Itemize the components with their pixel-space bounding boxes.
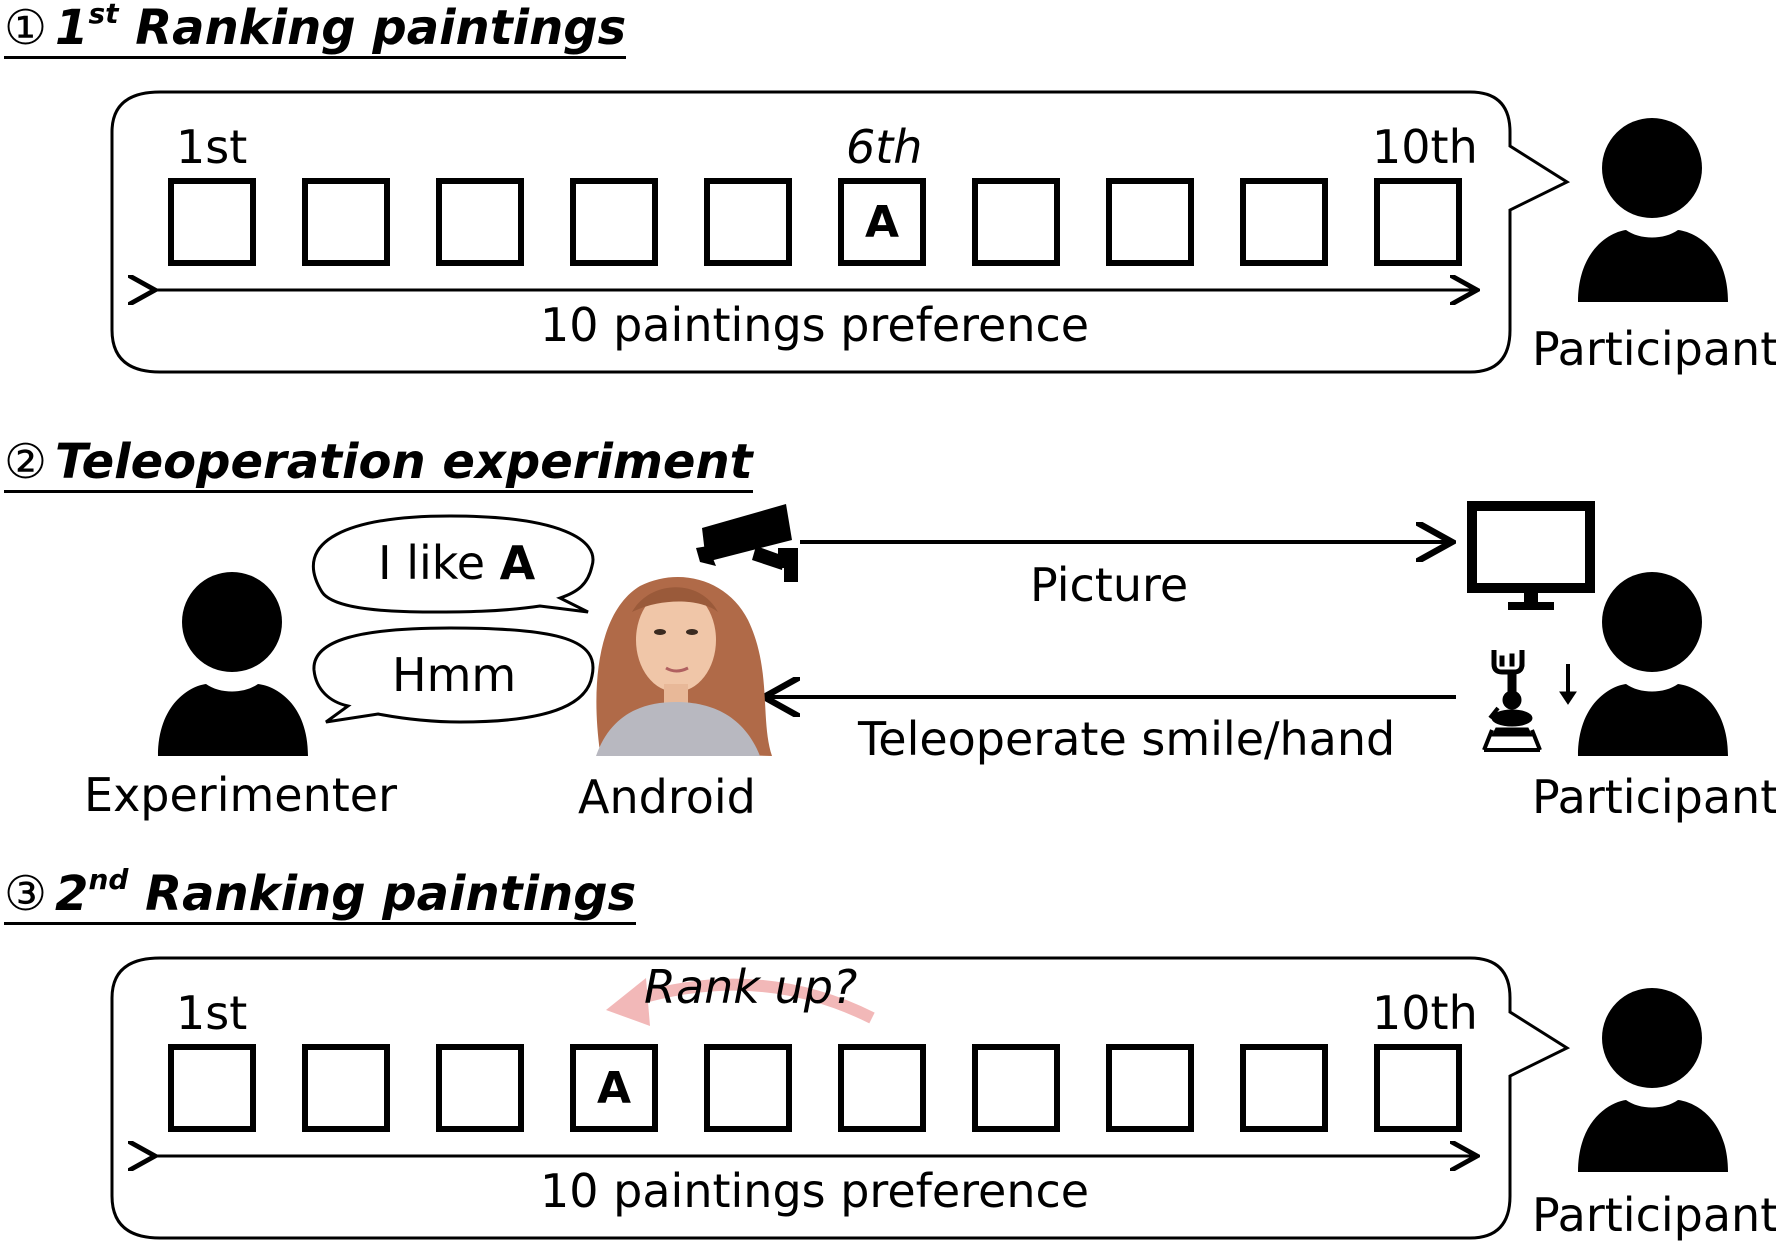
section1-axis-label: 10 paintings preference	[540, 298, 1090, 352]
android-label: Android	[578, 770, 756, 824]
speech-bubble-like	[311, 514, 595, 614]
person-icon-section1	[1578, 118, 1728, 302]
section3-painting-slot	[1106, 1044, 1194, 1132]
section2-participant-label: Participant	[1532, 770, 1776, 824]
person-icon-section3	[1578, 988, 1728, 1172]
person-icon-experimenter	[158, 572, 308, 756]
section3-painting-slot	[1374, 1044, 1462, 1132]
monitor-icon	[1467, 501, 1595, 610]
section2-title: Teleoperation experiment	[55, 434, 753, 490]
section1-painting-slot	[972, 178, 1060, 266]
section3-rank-last-label: 10th	[1372, 986, 1478, 1040]
section1-painting-slot	[436, 178, 524, 266]
section3-title: 2nd Ranking paintings	[55, 863, 637, 923]
camera-icon	[696, 504, 798, 582]
speech-bubble-hmm-text: Hmm	[392, 648, 517, 702]
section1-painting-slot	[570, 178, 658, 266]
section1-number: ①	[4, 0, 48, 56]
person-icon-section2-participant	[1578, 572, 1728, 756]
teleoperate-label: Teleoperate smile/hand	[858, 712, 1396, 766]
section3-painting-slot	[704, 1044, 792, 1132]
section1-painting-slot	[1106, 178, 1194, 266]
section1-rank-last-label: 10th	[1372, 120, 1478, 174]
section1-painting-slot	[704, 178, 792, 266]
picture-label: Picture	[1030, 558, 1189, 612]
section1-title: 1st Ranking paintings	[55, 0, 627, 56]
section1-participant-label: Participant	[1532, 322, 1776, 376]
rank-up-arrow	[632, 978, 875, 1024]
section3-painting-slot	[168, 1044, 256, 1132]
section1-painting-slot	[302, 178, 390, 266]
section2-number: ②	[4, 434, 48, 490]
speech-bubble-hmm	[312, 626, 595, 724]
section3-painting-slot-a: A	[570, 1044, 658, 1132]
section3-speech-frame	[110, 956, 1571, 1240]
section3-axis-label: 10 paintings preference	[540, 1164, 1090, 1218]
experimenter-label: Experimenter	[84, 768, 397, 822]
section3-rank-first-label: 1st	[176, 986, 248, 1040]
section3-participant-label: Participant	[1532, 1188, 1776, 1242]
section1-painting-slot	[1374, 178, 1462, 266]
section1-painting-slot-a: A	[838, 178, 926, 266]
speech-bubble-like-text: I like A	[378, 536, 536, 590]
section1-speech-frame	[110, 90, 1571, 374]
section1-painting-slot	[168, 178, 256, 266]
section3-painting-slot	[972, 1044, 1060, 1132]
section3-painting-slot	[302, 1044, 390, 1132]
rank-up-arrowhead	[606, 978, 650, 1026]
section3-painting-slot	[838, 1044, 926, 1132]
section3-painting-slot	[436, 1044, 524, 1132]
section3-number: ③	[4, 866, 48, 922]
controller-icon	[1482, 650, 1577, 752]
section3-painting-slot	[1240, 1044, 1328, 1132]
section1-painting-slot	[1240, 178, 1328, 266]
section1-rank-mid-label: 6th	[846, 120, 923, 174]
section1-rank-first-label: 1st	[176, 120, 248, 174]
rank-up-label: Rank up?	[644, 960, 858, 1014]
android-image	[596, 576, 772, 756]
